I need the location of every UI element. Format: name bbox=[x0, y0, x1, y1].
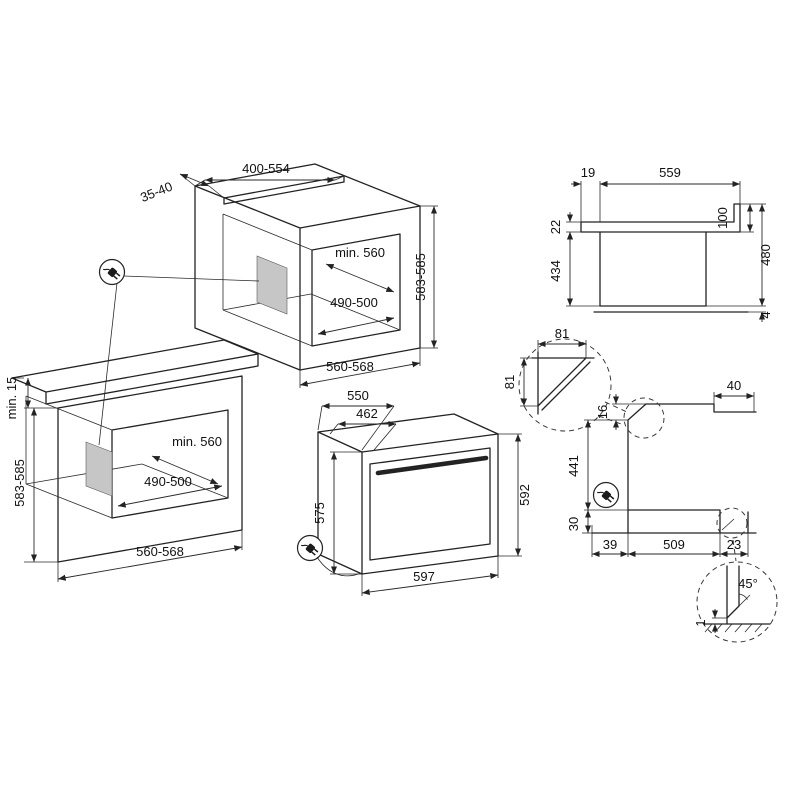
detail-marker-top bbox=[623, 397, 665, 439]
power-plug-icon bbox=[296, 534, 324, 562]
chamfer-detail-view: 45° 1 bbox=[693, 561, 778, 643]
dim-base-niche-width: 490-500 bbox=[144, 474, 192, 489]
dim-tall-rear-gap: 35-40 bbox=[138, 179, 174, 205]
dim-oven-height-back: 592 bbox=[517, 484, 532, 506]
dim-oven-width: 597 bbox=[413, 569, 435, 584]
clearance-section-view: 16 40 441 30 39 509 23 bbox=[566, 378, 757, 562]
dim-side-top-length: 559 bbox=[659, 165, 681, 180]
detail-circle bbox=[518, 338, 612, 432]
power-plug-icon bbox=[98, 258, 126, 286]
dim-side-front-offset: 19 bbox=[581, 165, 595, 180]
dim-tall-niche-width: 490-500 bbox=[330, 295, 378, 310]
dim-corner-cut-width: 81 bbox=[555, 326, 569, 341]
dim-base-outer-width: 560-568 bbox=[136, 544, 184, 559]
dim-tall-niche-height: 583-585 bbox=[413, 253, 428, 301]
dim-side-rear-drop: 100 bbox=[715, 207, 730, 229]
dim-section-top-gap: 16 bbox=[595, 405, 610, 419]
dim-chamfer-angle: 45° bbox=[738, 576, 758, 591]
oven-view: 550 462 575 592 597 bbox=[296, 388, 532, 596]
dim-side-top-thickness: 22 bbox=[548, 220, 563, 234]
dim-tall-top-depth: 400-554 bbox=[242, 161, 290, 176]
socket-zone-tall bbox=[256, 255, 288, 315]
dim-oven-depth-total: 550 bbox=[347, 388, 369, 403]
side-profile-view: 19 559 100 22 434 480 4 bbox=[548, 165, 773, 322]
dim-side-overall-height: 480 bbox=[758, 244, 773, 266]
dim-chamfer-edge-gap: 1 bbox=[693, 619, 708, 626]
dim-tall-outer-width: 560-568 bbox=[326, 359, 374, 374]
dim-base-counter-gap: min. 15 bbox=[4, 377, 19, 420]
dim-base-niche-height: 583-585 bbox=[12, 459, 27, 507]
corner-cut-detail: 81 81 bbox=[502, 326, 628, 432]
oven-handle bbox=[375, 455, 489, 476]
dim-corner-cut-height: 81 bbox=[502, 375, 517, 389]
tall-cabinet-view: 400-554 35-40 min. 560 490-500 560-568 5… bbox=[98, 161, 438, 446]
dim-section-depth: 509 bbox=[663, 537, 685, 552]
dim-oven-height-front: 575 bbox=[312, 502, 327, 524]
dim-section-rear-top-gap: 40 bbox=[727, 378, 741, 393]
dim-oven-depth-body: 462 bbox=[356, 406, 378, 421]
socket-zone-base bbox=[85, 441, 113, 497]
dim-tall-niche-depth: min. 560 bbox=[335, 245, 385, 260]
dim-base-niche-depth: min. 560 bbox=[172, 434, 222, 449]
dim-section-front-gap: 39 bbox=[603, 537, 617, 552]
dim-side-bottom-gap: 4 bbox=[758, 311, 773, 318]
detail-marker-bottom bbox=[716, 507, 748, 539]
dim-section-front-height: 441 bbox=[566, 455, 581, 477]
base-cabinet-view: min. 15 583-585 min. 560 490-500 560-568 bbox=[4, 339, 259, 582]
dim-section-rear-gap: 23 bbox=[727, 537, 741, 552]
power-cord bbox=[316, 556, 362, 577]
detail-circle bbox=[696, 561, 778, 643]
power-plug-icon bbox=[592, 481, 620, 509]
dim-side-body-height: 434 bbox=[548, 260, 563, 282]
dim-section-bottom-gap: 30 bbox=[566, 517, 581, 531]
